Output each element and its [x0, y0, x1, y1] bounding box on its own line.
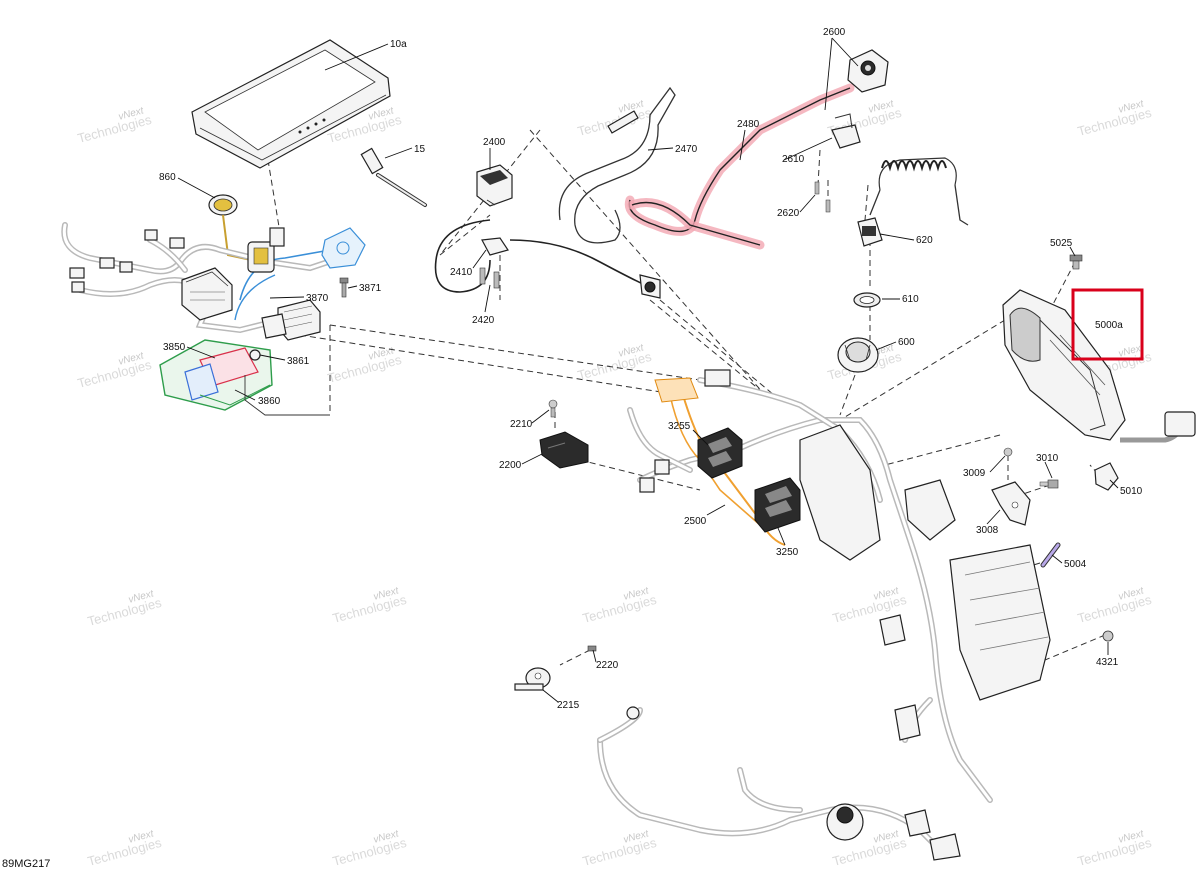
- callout-2420: 2420: [472, 315, 495, 326]
- callout-2200: 2200: [499, 460, 522, 471]
- callout-620: 620: [916, 235, 933, 246]
- main-harness-2500: [597, 369, 1051, 861]
- clip-5010: [1094, 462, 1119, 491]
- watermark: vNext Technologies: [581, 585, 659, 626]
- callout-2410: 2410: [450, 267, 473, 278]
- cable-2480: [624, 83, 855, 250]
- pins-2620: [814, 181, 831, 213]
- screw-4321: [1102, 630, 1114, 642]
- callout-3255: 3255: [668, 421, 691, 432]
- callout-labels: 10a 15 860 3870 3871 3850 3861 3860 2400…: [159, 27, 1143, 711]
- watermark-line-2: Technologies: [331, 592, 409, 626]
- watermark-line-2: Technologies: [576, 349, 654, 383]
- sensor-2200: [539, 431, 589, 469]
- callout-3871: 3871: [359, 283, 382, 294]
- watermark: vNext Technologies: [1076, 585, 1154, 626]
- bolt-3010: [1039, 479, 1059, 489]
- watermark-line-2: Technologies: [76, 357, 154, 391]
- callout-2500: 2500: [684, 516, 707, 527]
- ignition-2600: [847, 49, 889, 93]
- screw-5025: [1069, 254, 1083, 270]
- watermark-layer: vNext Technologies vNext Technologies vN…: [76, 98, 1154, 869]
- watermark: vNext Technologies: [86, 828, 164, 869]
- callout-2400: 2400: [483, 137, 506, 148]
- callout-4321: 4321: [1096, 657, 1119, 668]
- callout-3861: 3861: [287, 356, 310, 367]
- display-10a: [191, 39, 391, 169]
- bracket-3008: [991, 481, 1031, 526]
- bracket-outline: [244, 375, 330, 416]
- callout-2480: 2480: [737, 119, 760, 130]
- screw-2220: [587, 645, 597, 652]
- callout-5025: 5025: [1050, 238, 1073, 249]
- watermark: vNext Technologies: [76, 105, 154, 146]
- callout-10a: 10a: [390, 39, 407, 50]
- screw-3009: [1003, 447, 1013, 457]
- switch-2400: [476, 164, 513, 207]
- callout-860: 860: [159, 172, 176, 183]
- watermark-line-2: Technologies: [1076, 835, 1154, 869]
- callout-2600: 2600: [823, 27, 846, 38]
- callout-2610: 2610: [782, 154, 805, 165]
- callout-3850: 3850: [163, 342, 186, 353]
- watermark-line-2: Technologies: [1076, 592, 1154, 626]
- highlight-box: [1071, 288, 1144, 361]
- component-3870: [321, 227, 366, 269]
- screw-3871: [339, 277, 349, 298]
- callout-5010: 5010: [1120, 486, 1143, 497]
- callout-3250: 3250: [776, 547, 799, 558]
- watermark: vNext Technologies: [1076, 828, 1154, 869]
- callout-5004: 5004: [1064, 559, 1087, 570]
- callout-15: 15: [414, 144, 426, 155]
- connector-15: [360, 147, 427, 207]
- bracket-2610: [831, 113, 861, 149]
- watermark-line-2: Technologies: [581, 592, 659, 626]
- callout-3870: 3870: [306, 293, 329, 304]
- callout-3860: 3860: [258, 396, 281, 407]
- handlebar-2470: [558, 86, 676, 244]
- callout-2210: 2210: [510, 419, 533, 430]
- watermark-line-2: Technologies: [76, 112, 154, 146]
- watermark-line-2: Technologies: [86, 595, 164, 629]
- leader-lines: [177, 37, 1119, 703]
- watermark-line-2: Technologies: [326, 352, 404, 386]
- module-5000a: [1002, 289, 1196, 443]
- cable-2400: [434, 219, 661, 299]
- figure-code: 89MG217: [2, 858, 50, 870]
- watermark: vNext Technologies: [331, 585, 409, 626]
- watermark-line-2: Technologies: [581, 835, 659, 869]
- switch-3250: [754, 477, 801, 533]
- watermark-line-2: Technologies: [331, 835, 409, 869]
- pivot-2215: [514, 667, 551, 691]
- callout-3010: 3010: [1036, 453, 1059, 464]
- callout-2220: 2220: [596, 660, 619, 671]
- callout-2215: 2215: [557, 700, 580, 711]
- watermark: vNext Technologies: [1076, 98, 1154, 139]
- watermark-line-2: Technologies: [86, 835, 164, 869]
- callout-600: 600: [898, 337, 915, 348]
- nut-610: [853, 292, 881, 308]
- watermark: vNext Technologies: [331, 828, 409, 869]
- housing-600: [837, 337, 879, 373]
- watermark: vNext Technologies: [576, 342, 654, 383]
- clip-2410: [481, 237, 509, 256]
- watermark-line-2: Technologies: [1076, 105, 1154, 139]
- callout-3008: 3008: [976, 525, 999, 536]
- screws-2420: [479, 267, 500, 289]
- callout-2620: 2620: [777, 208, 800, 219]
- watermark: vNext Technologies: [86, 588, 164, 629]
- callout-2470: 2470: [675, 144, 698, 155]
- callout-610: 610: [902, 294, 919, 305]
- pin-5004: [1040, 542, 1061, 568]
- left-harness: [61, 222, 343, 341]
- watermark: vNext Technologies: [76, 350, 154, 391]
- coil-cord-620: [857, 157, 969, 247]
- watermark: vNext Technologies: [581, 828, 659, 869]
- callout-3009: 3009: [963, 468, 986, 479]
- switch-3255: [697, 427, 743, 479]
- watermark: vNext Technologies: [326, 345, 404, 386]
- callout-5000a: 5000a: [1095, 320, 1123, 331]
- screw-2210: [548, 399, 558, 418]
